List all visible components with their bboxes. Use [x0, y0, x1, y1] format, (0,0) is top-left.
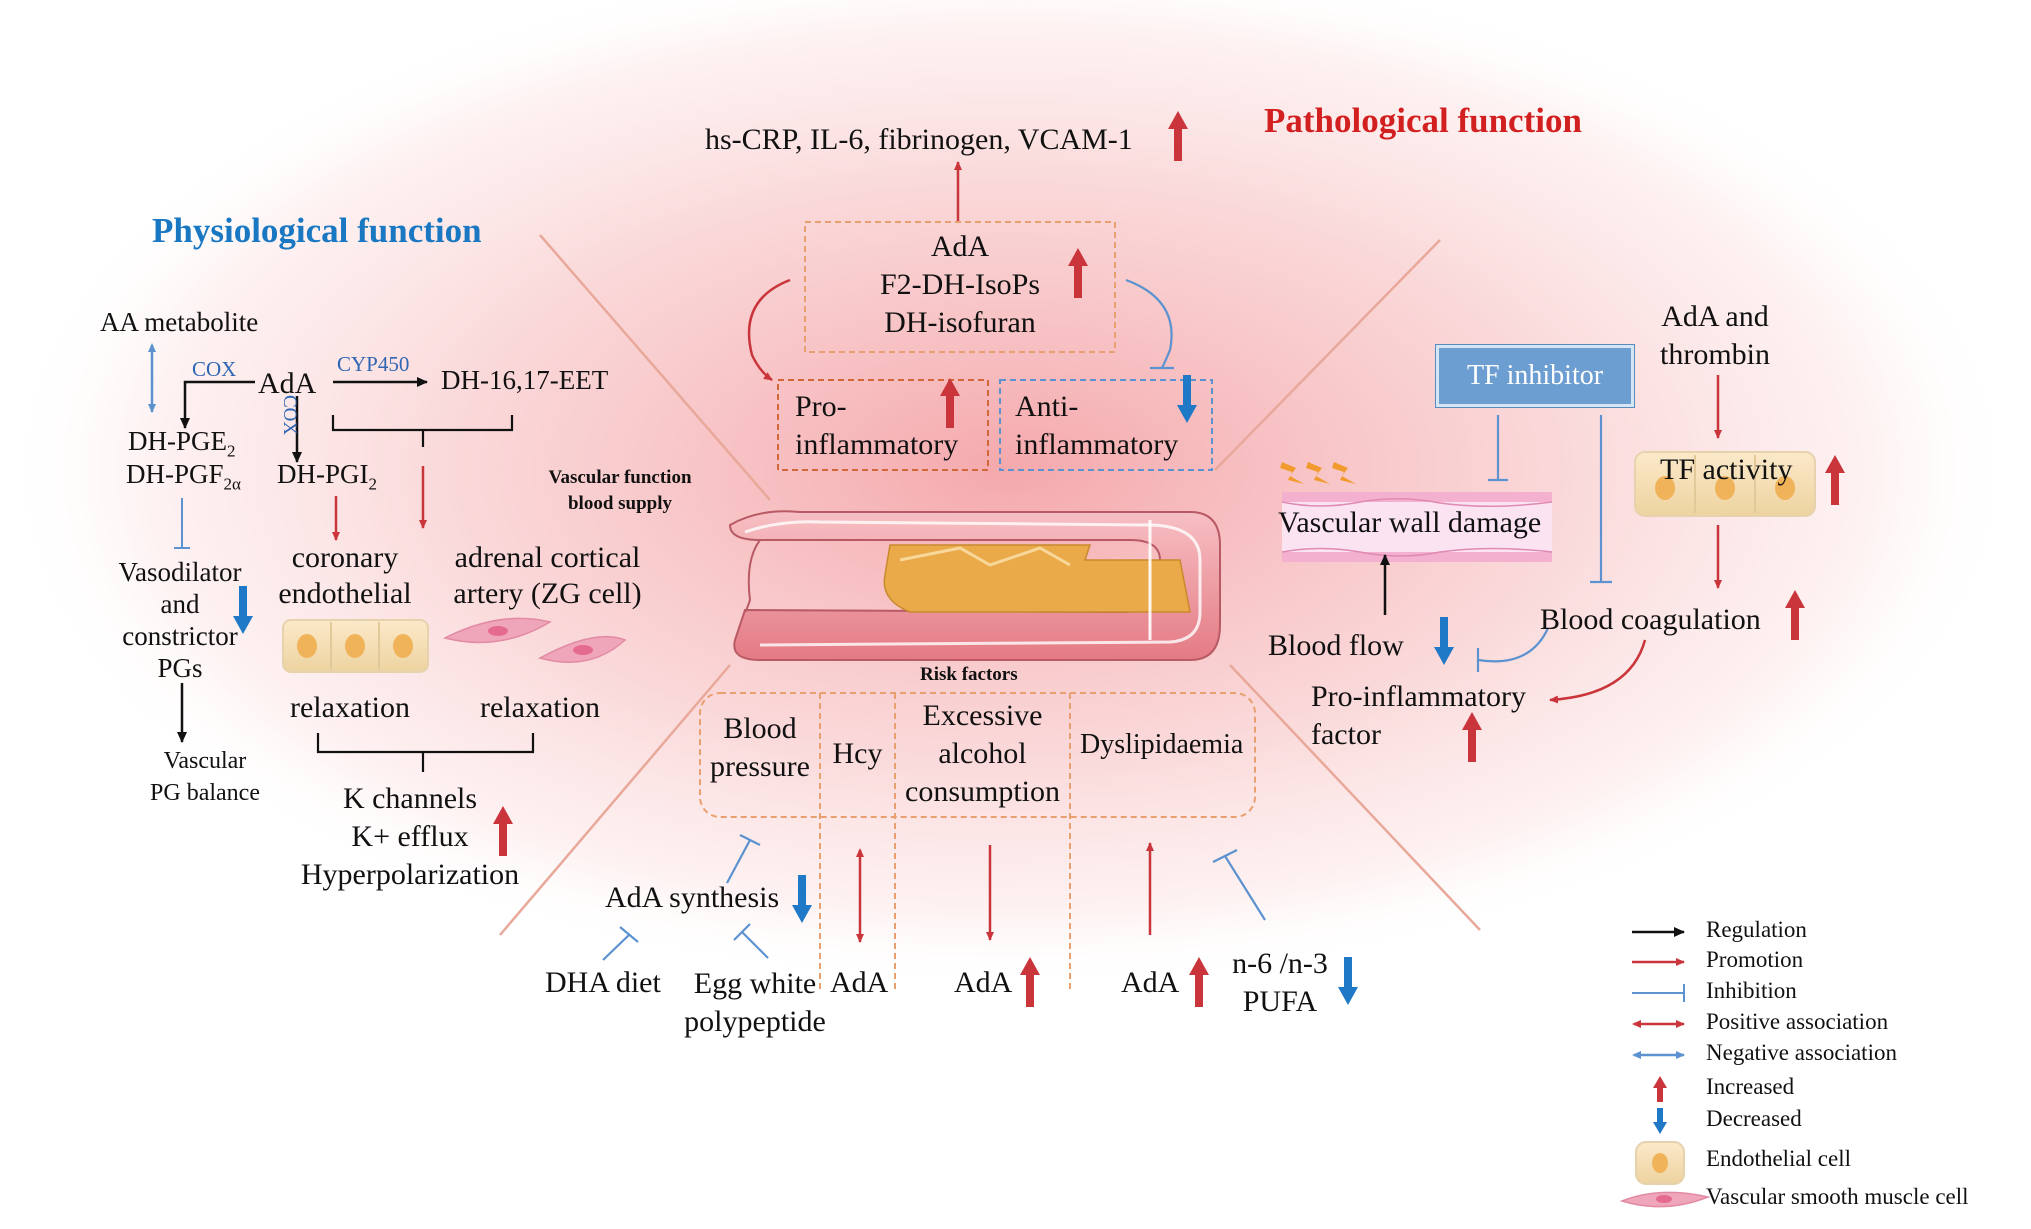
blood-vessel-illustration	[728, 510, 1221, 661]
pathological-title: Pathological function	[1264, 101, 1582, 140]
damage-lightning-icons	[1280, 462, 1356, 484]
relaxation-label-2: relaxation	[480, 691, 600, 724]
ada-hcy-label: AdA	[830, 966, 889, 999]
aa-metabolite-label: AA metabolite	[100, 307, 259, 337]
legend-positive-association: Positive association	[1706, 1009, 1889, 1034]
blood-flow-label: Blood flow	[1268, 629, 1404, 662]
vascular-wall-damage-label: Vascular wall damage	[1278, 506, 1542, 539]
legend-decreased: Decreased	[1706, 1106, 1802, 1131]
adrenal-cortical-artery: adrenal cortical artery (ZG cell)	[453, 541, 642, 610]
smooth-muscle-cells	[442, 617, 627, 664]
dh-eet-label: DH-16,17-EET	[441, 365, 609, 395]
ada-box-text: AdA F2-DH-IsoPs DH-isofuran	[879, 230, 1041, 339]
k-channels-block: K channels K+ efflux Hyperpolarization	[300, 782, 520, 891]
vascular-pg-balance: Vascular PG balance	[150, 748, 260, 806]
legend-negative-association: Negative association	[1706, 1040, 1897, 1065]
ada-alcohol-label: AdA	[954, 966, 1013, 999]
tf-activity-label: TF activity	[1660, 453, 1793, 486]
legend-increased: Increased	[1706, 1074, 1795, 1099]
pro-inflammatory-factor-label: Pro-inflammatory factor	[1311, 680, 1526, 751]
ada-label: AdA	[258, 367, 317, 400]
ada-dyslipidaemia-label: AdA	[1121, 966, 1180, 999]
dh-pgf2a-label: DH-PGF2α	[126, 459, 241, 494]
legend-regulation: Regulation	[1706, 917, 1807, 942]
blood-pressure-label: Blood pressure	[710, 712, 810, 783]
legend-inhibition: Inhibition	[1706, 978, 1797, 1003]
ada-thrombin-label: AdA and thrombin	[1660, 300, 1770, 371]
ada-synthesis-label: AdA synthesis	[605, 881, 780, 914]
vascular-wall-damage-band	[1281, 492, 1553, 562]
background-glow	[0, 0, 2020, 990]
tf-inhibitor-box: TF inhibitor	[1436, 345, 1634, 407]
pro-inflammatory-label: Pro- inflammatory	[795, 390, 959, 461]
cox-vertical-label: COX	[279, 395, 300, 436]
alcohol-consumption-label: Excessive alcohol consumption	[905, 699, 1060, 808]
risk-factors-label: Risk factors	[920, 664, 1018, 685]
dyslipidaemia-label: Dyslipidaemia	[1080, 729, 1244, 760]
dh-pge2-label: DH-PGE2	[128, 426, 236, 461]
vasodilator-constrictor-pgs: Vasodilator and constrictor PGs	[118, 557, 242, 683]
cyp450-label: CYP450	[337, 352, 410, 376]
legend-symbols	[1619, 927, 1711, 1208]
endothelial-cells-right	[1634, 451, 1816, 517]
pufa-label: n-6 /n-3 PUFA	[1232, 947, 1328, 1018]
relaxation-label-1: relaxation	[290, 691, 410, 724]
cox-label: COX	[192, 357, 237, 381]
coronary-endothelial: coronary endothelial	[278, 541, 412, 610]
dha-diet-label: DHA diet	[545, 966, 661, 999]
dh-pgi2-label: DH-PGI2	[277, 459, 377, 494]
egg-white-polypeptide-label: Egg white polypeptide	[684, 967, 826, 1038]
physiological-title: Physiological function	[152, 211, 482, 250]
anti-inflammatory-label: Anti- inflammatory	[1015, 390, 1179, 461]
vascular-function-blood-supply: Vascular function blood supply	[548, 467, 692, 514]
endothelial-cells-left	[282, 619, 429, 673]
blood-coagulation-label: Blood coagulation	[1540, 603, 1761, 636]
legend-smooth-muscle-cell: Vascular smooth muscle cell	[1706, 1184, 1969, 1209]
legend-endothelial-cell: Endothelial cell	[1706, 1146, 1851, 1171]
hcy-label: Hcy	[832, 737, 883, 770]
legend-promotion: Promotion	[1706, 947, 1804, 972]
inflammatory-markers: hs-CRP, IL-6, fibrinogen, VCAM-1	[705, 123, 1133, 156]
